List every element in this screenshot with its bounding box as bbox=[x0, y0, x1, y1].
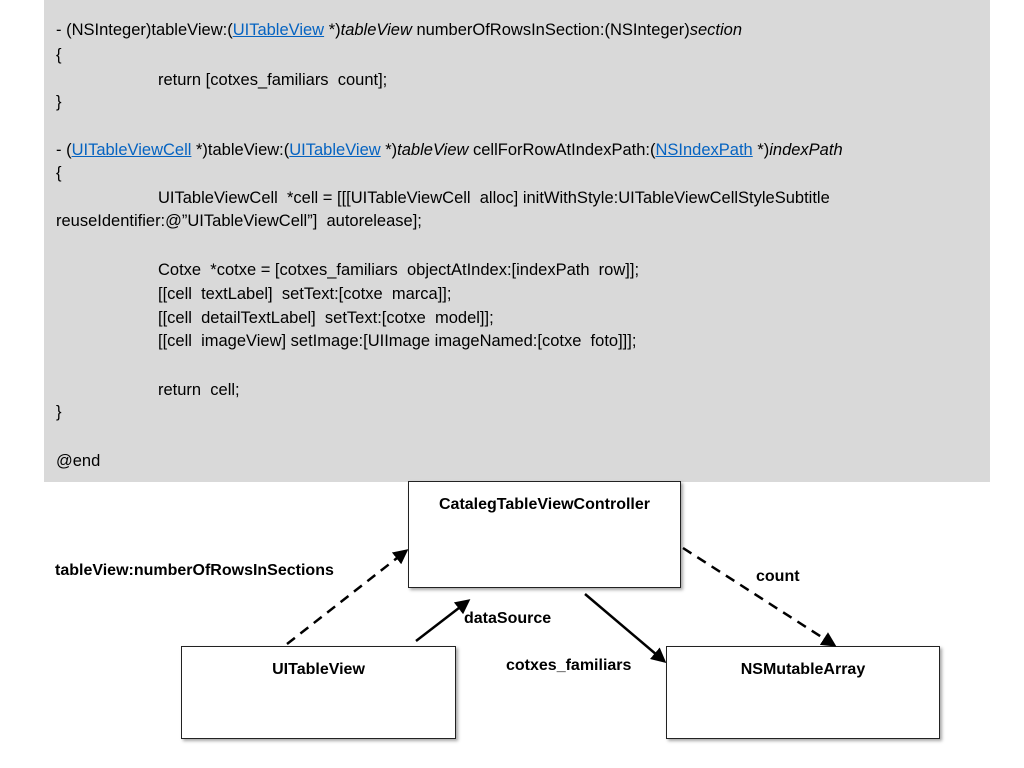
code-panel: - (NSInteger)tableView:(UITableView *)ta… bbox=[44, 0, 990, 482]
code-line-text-label: [[cell textLabel] setText:[cotxe marca]]… bbox=[158, 285, 452, 303]
code-line-open-brace: { bbox=[56, 46, 62, 64]
code-line-cell-alloc: UITableViewCell *cell = [[[UITableViewCe… bbox=[158, 189, 830, 207]
code-line-close-brace: } bbox=[56, 403, 62, 421]
code-line-image-view: [[cell imageView] setImage:[UIImage imag… bbox=[158, 332, 637, 350]
code-line-return-cell: return cell; bbox=[158, 381, 240, 399]
code-line-return-count: return [cotxes_familiars count]; bbox=[158, 71, 388, 89]
code-line-end: @end bbox=[56, 452, 101, 470]
code-param: tableView bbox=[340, 21, 412, 39]
code-text: - (NSInteger)tableView:( bbox=[56, 21, 233, 39]
controller-box-title: CatalegTableViewController bbox=[438, 496, 650, 513]
code-link-uitableviewcell[interactable]: UITableViewCell bbox=[71, 141, 192, 159]
code-text: *) bbox=[752, 141, 770, 159]
code-link-uitableview[interactable]: UITableView bbox=[232, 21, 325, 39]
controller-box: CatalegTableViewController bbox=[408, 481, 681, 588]
label-count: count bbox=[756, 568, 800, 585]
code-param: section bbox=[689, 21, 743, 39]
uitableview-box-title: UITableView bbox=[272, 661, 365, 678]
code-text: *)tableView:( bbox=[191, 141, 290, 159]
code-line-detail-text-label: [[cell detailTextLabel] setText:[cotxe m… bbox=[158, 309, 494, 327]
arrow-cotxes-familiars bbox=[584, 593, 667, 663]
code-text: *) bbox=[324, 21, 341, 39]
label-cotxes-familiars: cotxes_familiars bbox=[506, 657, 632, 674]
code-param: indexPath bbox=[769, 141, 843, 159]
nsmutablearray-box: NSMutableArray bbox=[666, 646, 940, 739]
code-text: - ( bbox=[56, 141, 72, 159]
code-param: tableView bbox=[397, 141, 469, 159]
code-line-close-brace: } bbox=[56, 93, 62, 111]
code-line-open-brace: { bbox=[56, 164, 62, 182]
code-link-nsindexpath[interactable]: NSIndexPath bbox=[655, 141, 753, 159]
nsmutablearray-box-title: NSMutableArray bbox=[740, 661, 866, 678]
label-number-of-rows: tableView:numberOfRowsInSections bbox=[55, 562, 334, 579]
code-link-uitableview[interactable]: UITableView bbox=[289, 141, 381, 159]
arrow-count bbox=[682, 546, 837, 647]
code-line-reuse-identifier: reuseIdentifier:@”UITableViewCell”] auto… bbox=[56, 212, 422, 230]
code-line-number-of-rows: - (NSInteger)tableView:(UITableView *)ta… bbox=[56, 20, 742, 40]
code-text: numberOfRowsInSection:(NSInteger) bbox=[411, 21, 690, 39]
code-line-object-at-index: Cotxe *cotxe = [cotxes_familiars objectA… bbox=[158, 261, 640, 279]
uitableview-box: UITableView bbox=[181, 646, 456, 739]
code-line-cell-for-row: - (UITableViewCell *)tableView:(UITableV… bbox=[56, 140, 843, 160]
code-text: cellForRowAtIndexPath:( bbox=[468, 141, 656, 159]
arrow-datasource bbox=[415, 599, 471, 642]
label-datasource: dataSource bbox=[464, 610, 552, 627]
code-text: *) bbox=[380, 141, 398, 159]
arrow-rows-request bbox=[286, 549, 409, 645]
